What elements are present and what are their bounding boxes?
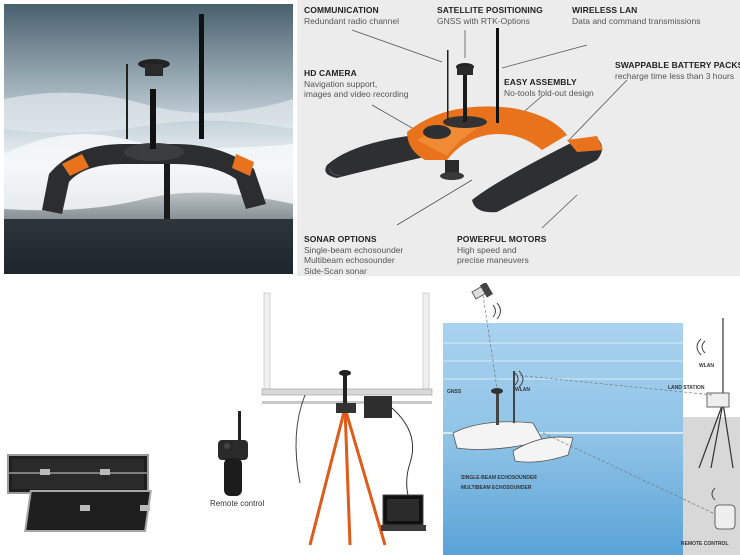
- callout-title: COMMUNICATION: [304, 5, 379, 15]
- callout-line: Redundant radio channel: [304, 15, 399, 26]
- callout-line: images and video recording: [304, 89, 409, 99]
- callout-line: GNSS with RTK-Options: [437, 15, 530, 26]
- scheme-illustration: [443, 283, 740, 555]
- callout-title: SWAPPABLE BATTERY PACKS: [615, 60, 740, 70]
- wlan-label: WLAN: [515, 387, 530, 393]
- callout-line: Side-Scan sonar: [304, 265, 367, 276]
- remote-control-device: [218, 411, 248, 496]
- callout-hd-camera: HD CAMERA Navigation support, images and…: [304, 68, 408, 100]
- callout-line: Navigation support,: [304, 78, 378, 89]
- transport-case-front: [24, 490, 152, 532]
- drone-photo-illustration: [4, 4, 293, 274]
- callout-line: Single-beam echosounder: [304, 244, 404, 255]
- callout-line: Multibeam echosounder: [304, 255, 395, 265]
- callout-satellite: SATELLITE POSITIONING GNSS with RTK-Opti…: [437, 5, 543, 26]
- land-station: [698, 318, 734, 469]
- callout-title: SONAR OPTIONS: [304, 234, 377, 244]
- callout-title: POWERFUL MOTORS: [457, 234, 547, 244]
- equipment-illustration: [7, 292, 433, 546]
- monitor: [381, 494, 426, 531]
- callout-line: precise maneuvers: [457, 255, 529, 265]
- callout-line: No-tools fold-out design: [504, 87, 594, 98]
- land-station-label: LAND STATION: [668, 385, 705, 391]
- drone-schematic: [452, 371, 574, 463]
- tripod: [308, 407, 387, 546]
- callout-sonar: SONAR OPTIONS Single-beam echosounder Mu…: [304, 234, 403, 276]
- feature-diagram: COMMUNICATION Redundant radio channel SA…: [297, 0, 740, 276]
- callout-communication: COMMUNICATION Redundant radio channel: [304, 5, 399, 26]
- callout-title: WIRELESS LAN: [572, 5, 638, 15]
- callout-battery: SWAPPABLE BATTERY PACKS recharge time le…: [615, 60, 740, 81]
- remote-control-scheme-label: REMOTE CONTROL: [681, 541, 729, 547]
- multibeam-label: MULTIBEAM ECHOSOUNDER: [461, 485, 532, 491]
- gnss-label: GNSS: [447, 389, 462, 395]
- callout-title: EASY ASSEMBLY: [504, 77, 577, 87]
- callout-title: SATELLITE POSITIONING: [437, 5, 543, 15]
- drone-photo: [4, 4, 293, 274]
- callout-easy-assembly: EASY ASSEMBLY No-tools fold-out design: [504, 77, 594, 98]
- wlan-station-label: WLAN: [699, 363, 714, 369]
- callout-line: Data and command transmissions: [572, 15, 701, 26]
- callout-wlan: WIRELESS LAN Data and command transmissi…: [572, 5, 701, 26]
- callout-line: recharge time less than 3 hours: [615, 70, 735, 81]
- drone-render: [297, 0, 740, 276]
- equipment-kit: Remote control: [0, 283, 441, 555]
- callout-motors: POWERFUL MOTORS High speed and precise m…: [457, 234, 547, 266]
- callout-line: High speed and: [457, 244, 517, 255]
- remote-control-label: Remote control: [210, 499, 265, 508]
- transport-case: [7, 454, 149, 494]
- operating-scheme: GNSS WLAN WLAN LAND STATION SINGLE-BEAM …: [443, 283, 740, 555]
- satellite-icon: [471, 283, 493, 300]
- callout-title: HD CAMERA: [304, 68, 357, 78]
- single-beam-label: SINGLE-BEAM ECHOSOUNDER: [461, 475, 537, 481]
